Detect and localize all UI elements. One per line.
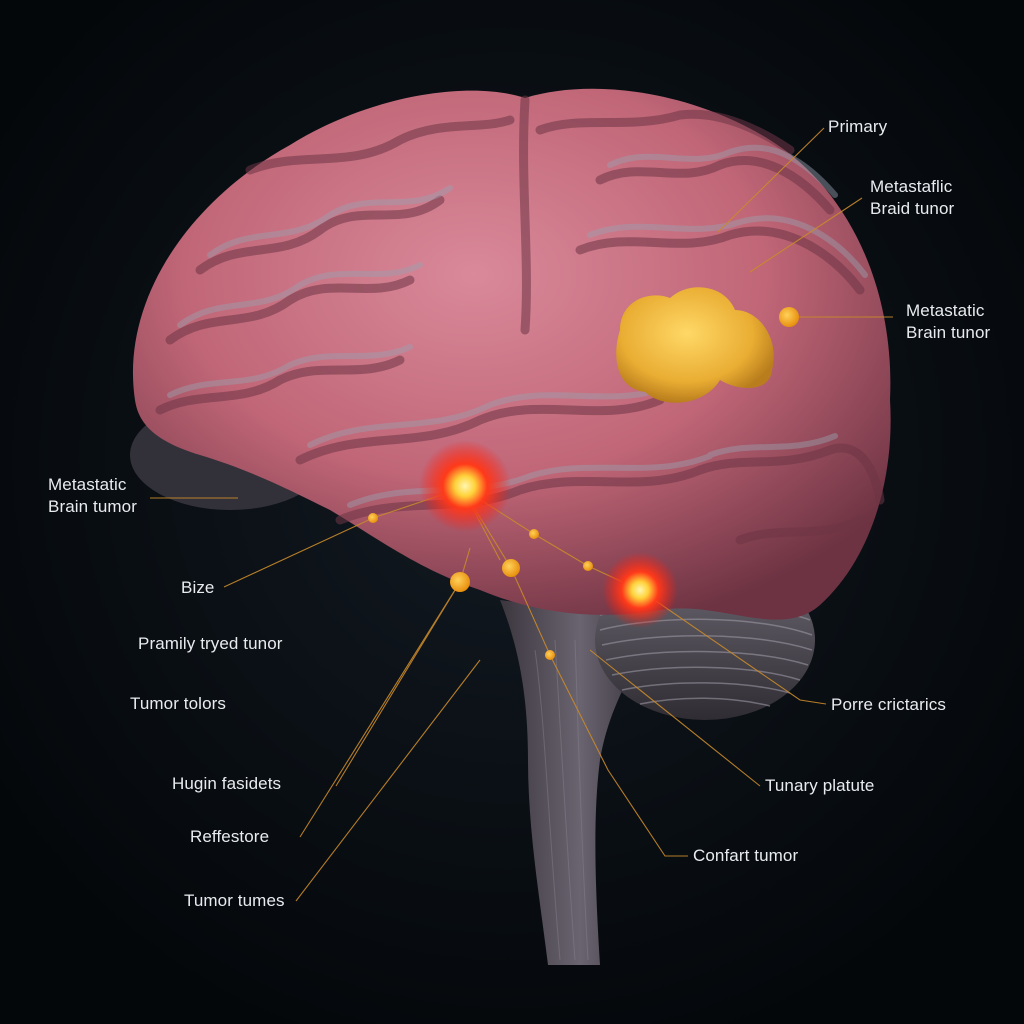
marker-right-tumor — [779, 307, 799, 327]
label-line: Metastatic — [906, 301, 985, 320]
label-line: Brain tumor — [48, 497, 137, 516]
marker-large-2 — [502, 559, 520, 577]
hotspot-lower-right — [602, 552, 678, 628]
brainstem — [500, 600, 660, 965]
hotspot-lower-left — [419, 440, 511, 532]
marker-small-2 — [583, 561, 593, 571]
label-primary: Primary — [828, 117, 888, 136]
label-pramily: Pramily tryed tunor — [138, 634, 283, 653]
gyri-folds — [155, 95, 885, 545]
label-hugin: Hugin fasidets — [172, 774, 282, 793]
label-tunary: Tunary platute — [765, 776, 875, 795]
marker-small-1 — [529, 529, 539, 539]
cerebrum — [132, 88, 891, 620]
label-porre: Porre crictarics — [831, 695, 946, 714]
marker-bize — [368, 513, 378, 523]
label-metastatic-braid: Metastaflic Braid tunor — [870, 176, 954, 220]
label-reffestore: Reffestore — [190, 827, 270, 846]
label-metastatic-right: Metastatic Brain tunor — [906, 300, 990, 344]
label-bize: Bize — [181, 578, 215, 597]
primary-tumor-mass — [616, 287, 774, 403]
label-confart: Confart tumor — [693, 846, 799, 865]
tumor-markers — [368, 307, 799, 660]
label-line: Metastatic — [48, 475, 127, 494]
label-line: Metastaflic — [870, 177, 953, 196]
label-metastatic-left: Metastatic Brain tumor — [48, 474, 137, 518]
label-tumor-tolors: Tumor tolors — [130, 694, 226, 713]
marker-large-1 — [450, 572, 470, 592]
label-line: Brain tunor — [906, 323, 991, 342]
label-tumor-tumes: Tumor tumes — [184, 891, 285, 910]
label-line: Braid tunor — [870, 199, 955, 218]
marker-small-3 — [545, 650, 555, 660]
